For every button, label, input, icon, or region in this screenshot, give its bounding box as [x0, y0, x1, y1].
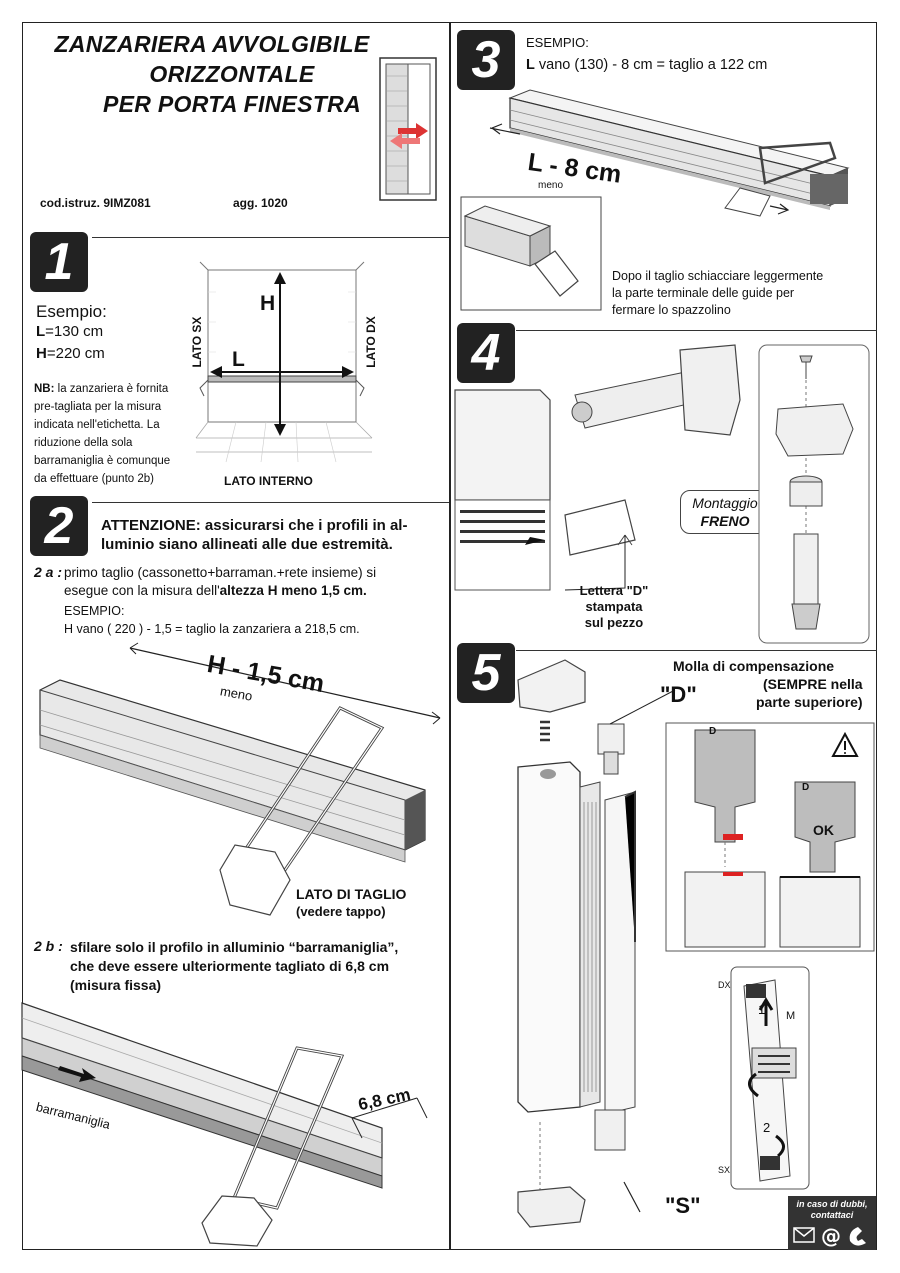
cut-cassette-illustration [489, 89, 850, 217]
m-label: M [786, 1010, 796, 1022]
step2a-text: primo taglio (cassonetto+barraman.+rete … [64, 565, 377, 598]
step1-h-value: H=220 cm [36, 345, 105, 362]
step3-example-text: L vano (130) - 8 cm = taglio a 122 cm [526, 57, 768, 73]
contact-text: in caso di dubbi, contattaci [796, 1199, 868, 1220]
step2b-text: sfilare solo il profilo in alluminio “ba… [70, 939, 399, 993]
contact-box[interactable]: in caso di dubbi, contattaci @ [788, 1196, 876, 1250]
step2a-label: 2 a : [34, 564, 63, 580]
step2-attention: ATTENZIONE: assicurarsi che i profili in… [101, 517, 408, 553]
orientation-detail [665, 722, 875, 952]
vedere-tappo-label: (vedere tappo) [296, 904, 386, 919]
step1-example-label: Esempio: [36, 302, 107, 321]
molla-note-2: parte superiore) [756, 694, 863, 710]
molla-label: Molla di compensazione [673, 658, 835, 674]
step-1-badge: 1 [30, 232, 88, 292]
diagram-label-l: L [232, 348, 245, 371]
at-icon: @ [821, 1224, 841, 1248]
phone-icon [849, 1227, 866, 1246]
lato-dx-label: LATO DX [364, 316, 378, 368]
step-5-badge: 5 [457, 643, 515, 703]
step3-note: Dopo il taglio schiacciare leggermente l… [612, 269, 824, 317]
diagram-label-h: H [260, 292, 276, 315]
title-line-1: ZANZARIERA AVVOLGIBILE [54, 31, 370, 57]
brake-assembly-illustration [454, 344, 741, 591]
instruction-code: cod.istruz. 9IMZ081 [40, 196, 151, 210]
cut-profile-illustration-1 [39, 642, 441, 916]
step3-example-label: ESEMPIO: [526, 35, 589, 50]
title-line-2: ORIZZONTALE [149, 61, 315, 87]
sx-label: SX [718, 1165, 731, 1175]
step2b-label: 2 b : [34, 938, 63, 954]
step-4-badge: 4 [457, 323, 515, 383]
molla-note-1: (SEMPRE nella [763, 676, 863, 692]
step2-separator [92, 502, 449, 504]
cut-label-l-meno: meno [538, 180, 564, 191]
step2a-example-label: ESEMPIO: [64, 604, 125, 618]
d-marker-2: D [802, 782, 810, 793]
contact-icons: @ [793, 1224, 866, 1248]
update-code: agg. 1020 [233, 196, 288, 210]
room-measurement-diagram [195, 261, 373, 463]
lato-sx-label: LATO SX [190, 316, 204, 368]
step1-separator [92, 237, 449, 239]
guide-crimp-detail [460, 196, 602, 311]
ok-label: OK [813, 822, 834, 838]
step5-separator [516, 650, 877, 652]
lato-di-taglio-label: LATO DI TAGLIO [296, 886, 407, 902]
guide-assembly-illustration [517, 659, 676, 1273]
arrow-one-label: 1 [758, 1002, 766, 1017]
letter-d-note: Lettera "D" stampata sul pezzo [579, 583, 649, 630]
dx-label: DX [718, 980, 731, 990]
step4-separator [516, 330, 877, 332]
spring-insertion-detail [730, 966, 810, 1190]
step-2-badge: 2 [30, 496, 88, 556]
title-line-3: PER PORTA FINESTRA [103, 91, 361, 117]
label-d: "D" [660, 682, 697, 707]
d-marker-1: D [709, 726, 717, 737]
lato-interno-label: LATO INTERNO [224, 474, 313, 488]
step1-l-value: L=130 cm [36, 323, 104, 340]
arrow-two-label: 2 [763, 1120, 771, 1135]
brake-exploded-view [758, 344, 870, 644]
montaggio-freno-box: Montaggio FRENO [680, 490, 770, 534]
label-s: "S" [665, 1193, 701, 1218]
step1-note: NB: la zanzariera è fornita pre-tagliata… [34, 383, 171, 485]
door-window-illustration [379, 57, 437, 201]
email-icon [793, 1227, 815, 1243]
step2a-example-text: H vano ( 220 ) - 1,5 = taglio la zanzari… [64, 622, 360, 636]
step-3-badge: 3 [457, 30, 515, 90]
column-divider [449, 22, 451, 1250]
cut-profile-illustration-2 [21, 1002, 428, 1247]
